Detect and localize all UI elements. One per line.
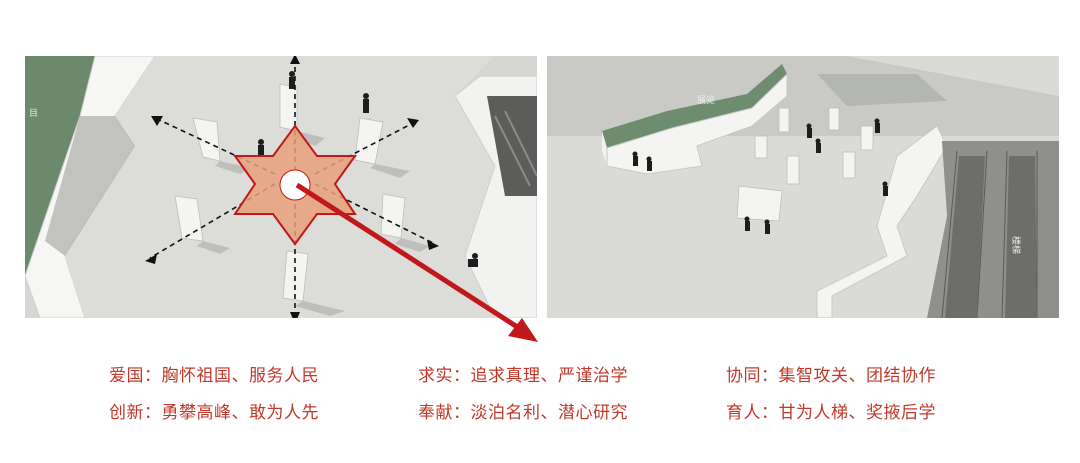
right-hall-illustration: 展览 楼梯 xyxy=(547,56,1059,318)
left-plaza-illustration: 目 xyxy=(25,56,537,318)
right-hall-render: 展览 楼梯 xyxy=(547,56,1059,318)
left-plaza-render: 目 xyxy=(25,56,537,318)
escalator-area xyxy=(927,141,1059,318)
green-wall xyxy=(25,56,95,276)
wall-label: 目 xyxy=(29,108,38,119)
center-circle xyxy=(279,169,311,201)
caption-collaboration: 协同：集智攻关、团结协作 xyxy=(726,366,936,386)
sign-label-1: 展览 xyxy=(697,94,715,106)
caption-innovation: 创新：勇攀高峰、敢为人先 xyxy=(109,403,319,423)
caption-patriotism: 爱国：胸怀祖国、服务人民 xyxy=(109,366,319,386)
caption-mentoring: 育人：甘为人梯、奖掖后学 xyxy=(726,403,936,423)
caption-truth: 求实：追求真理、严谨治学 xyxy=(418,366,628,386)
green-zigzag-wall xyxy=(602,64,787,148)
hall-pedestals xyxy=(736,107,874,222)
sign-label-2: 楼梯 xyxy=(1010,236,1022,254)
escalator-opening xyxy=(487,96,537,196)
hall-people xyxy=(632,118,888,234)
caption-dedication: 奉献：淡泊名利、潜心研究 xyxy=(418,403,628,423)
